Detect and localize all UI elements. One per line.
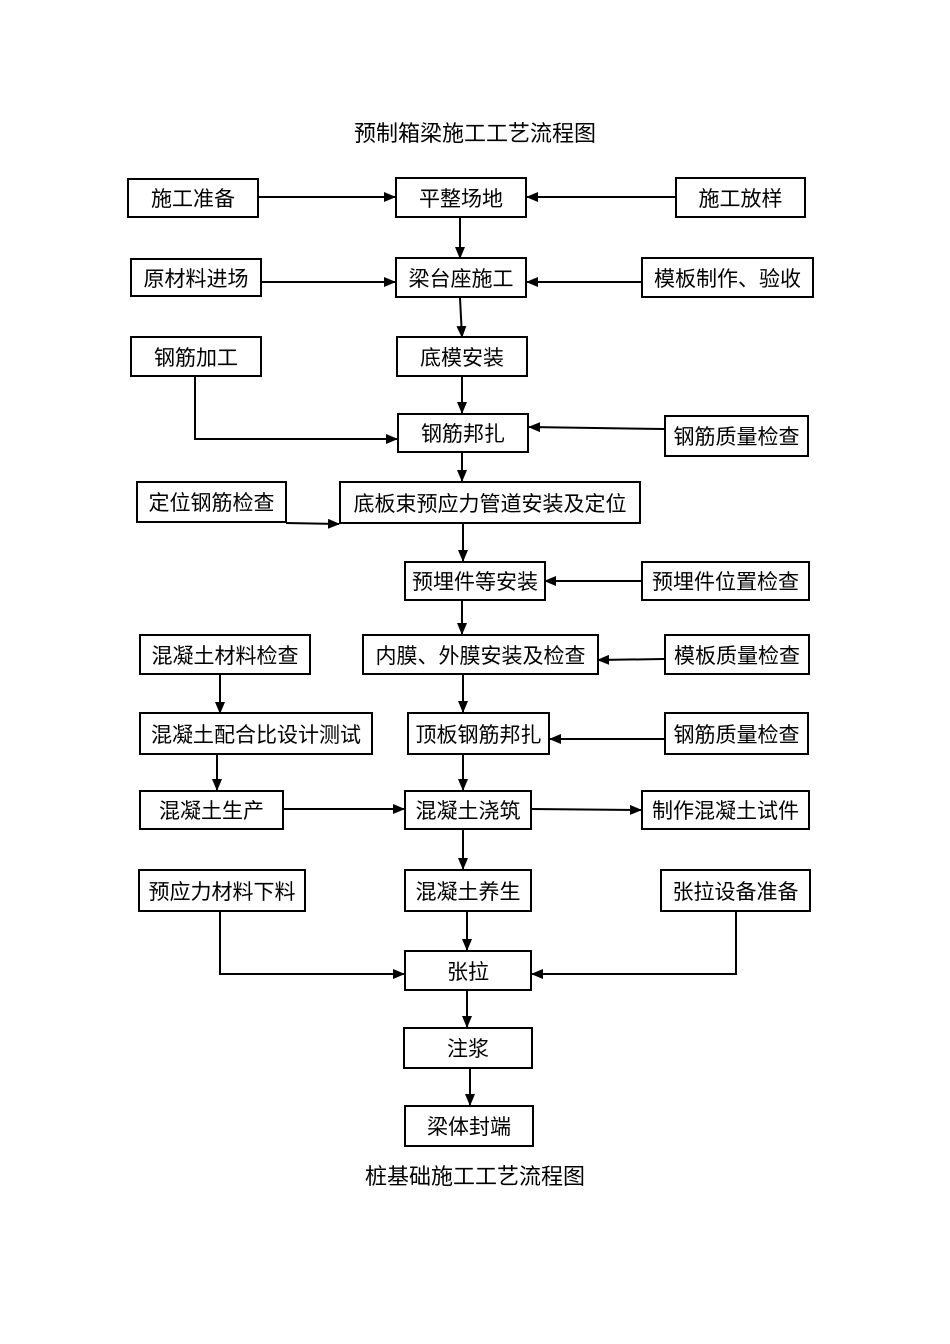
- node-yumaijian-jiancha: 预埋件位置检查: [641, 561, 810, 601]
- node-muban-zhiliang-jiancha: 模板质量检查: [664, 634, 810, 675]
- node-neimo-waimo: 内膜、外膜安装及检查: [362, 634, 599, 675]
- node-zhujiang: 注浆: [403, 1027, 533, 1069]
- node-liangtaizuo-shigong: 梁台座施工: [395, 257, 527, 298]
- node-peihebi-sheji: 混凝土配合比设计测试: [139, 712, 373, 755]
- edge-jiaozhu-to-shijian: [530, 804, 642, 815]
- edge-xialiao-to-zhangla: [219, 912, 405, 979]
- edge-zhiliang1-to-bangzha: [528, 422, 665, 433]
- node-dingwei-gangjin-jiancha: 定位钢筋检查: [136, 481, 287, 523]
- node-zhizuo-shijian: 制作混凝土试件: [641, 790, 810, 830]
- node-hunningtu-cailiao-jiancha: 混凝土材料检查: [139, 634, 311, 675]
- node-shigong-fangyang: 施工放样: [675, 177, 806, 218]
- node-muban-zhizuo-yanshou: 模板制作、验收: [641, 257, 814, 298]
- node-yuyingli-xialiao: 预应力材料下料: [138, 869, 306, 912]
- section-title: 桩基础施工工艺流程图: [364, 1165, 585, 1190]
- node-yuancailiao-jinchang: 原材料进场: [130, 258, 262, 297]
- node-zhangla-shebei: 张拉设备准备: [660, 869, 811, 912]
- node-hunningtu-yangsheng: 混凝土养生: [404, 869, 532, 912]
- node-gangjin-zhiliang-jiancha-2: 钢筋质量检查: [664, 712, 809, 755]
- diagram-title: 预制箱梁施工工艺流程图: [353, 122, 596, 147]
- edge-shebei-to-zhangla: [531, 912, 737, 979]
- node-hunningtu-shengchan: 混凝土生产: [139, 790, 284, 830]
- edge-muban-check-to-neimo: [597, 654, 665, 665]
- node-liangti-fengduan: 梁体封端: [404, 1105, 534, 1147]
- edge-liangtaizuo-to-dimo: [456, 297, 467, 338]
- node-diban-guandao: 底板束预应力管道安装及定位: [339, 481, 641, 524]
- edge-dingwei-to-diban: [285, 518, 340, 529]
- node-gangjin-zhiliang-jiancha-1: 钢筋质量检查: [664, 415, 809, 457]
- node-shigong-zhunbei: 施工准备: [127, 178, 259, 218]
- node-pingzheng-changdi: 平整场地: [395, 177, 527, 218]
- node-gangjin-jiagong: 钢筋加工: [130, 336, 262, 377]
- node-dimo-anzhuang: 底模安装: [396, 336, 528, 377]
- node-zhangla: 张拉: [404, 950, 532, 991]
- node-hunningtu-jiaozhu: 混凝土浇筑: [404, 790, 532, 830]
- node-gangjin-bangzha: 钢筋邦扎: [397, 413, 529, 453]
- edge-jiagong-to-bangzha: [194, 377, 398, 444]
- node-yumaijian-anzhuang: 预埋件等安装: [404, 561, 546, 601]
- node-dingban-gangjin: 顶板钢筋邦扎: [407, 712, 550, 755]
